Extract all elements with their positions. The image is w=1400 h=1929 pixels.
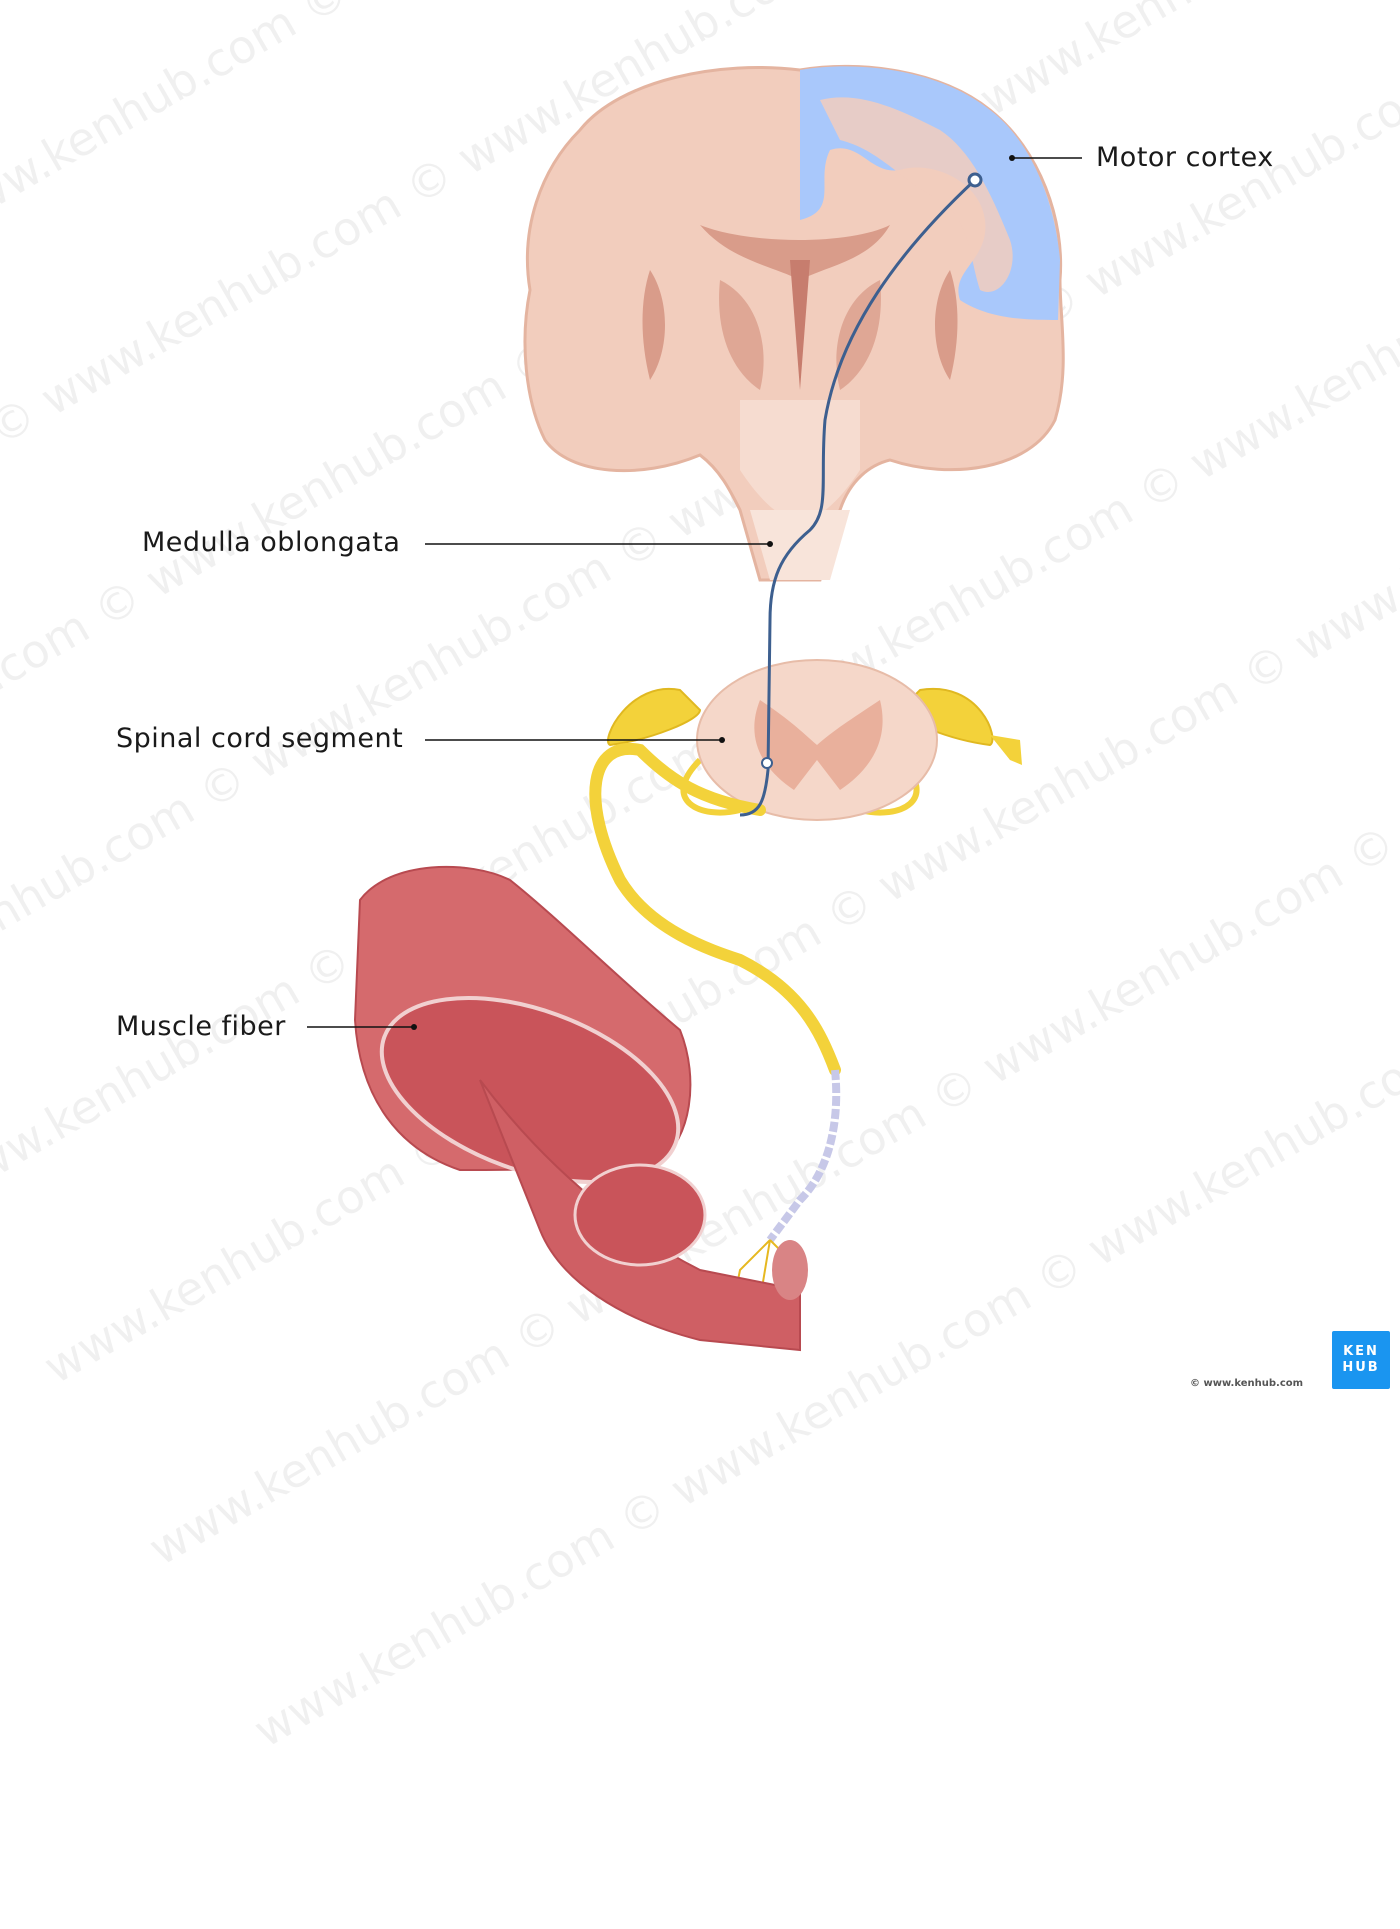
spinal-cord-section [607,659,1022,821]
leader-lines [307,157,1082,1028]
motor-pathway-illustration [307,64,1082,1352]
motor-axon-myelinated [766,1069,841,1243]
upper-motor-neuron-body [967,172,983,188]
muscle-bundle [353,865,808,1352]
corticospinal-pathway [739,178,977,817]
label-motor-cortex: Motor cortex [1096,142,1274,173]
copyright-text: © www.kenhub.com [1190,1378,1304,1389]
lower-motor-neuron-body [761,757,773,769]
label-muscle-fiber: Muscle fiber [116,1011,286,1042]
peripheral-nerve [589,742,841,1076]
label-medulla-oblongata: Medulla oblongata [142,527,401,558]
brain-coronal-section [523,64,1065,582]
label-spinal-cord-segment: Spinal cord segment [116,723,404,754]
